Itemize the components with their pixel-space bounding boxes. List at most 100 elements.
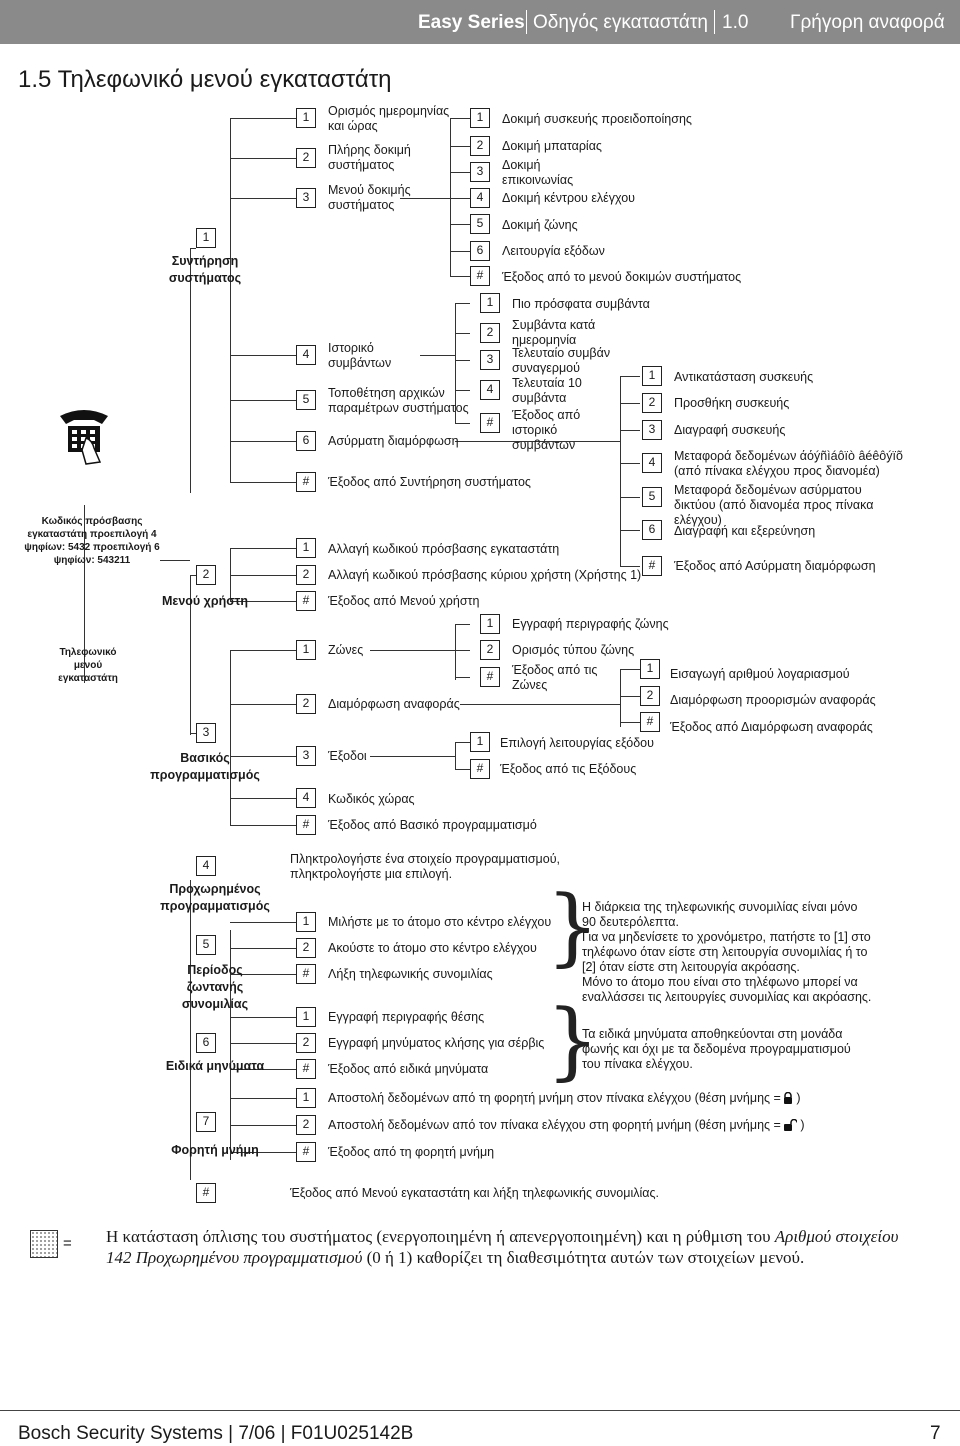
listen-to-center-label: Ακούστε το άτομο στο κέντρο ελέγχου — [328, 941, 537, 955]
system-maintenance-label: Συντήρηση συστήματος — [168, 254, 242, 285]
last-10-events-label: Τελευταία 10 συμβάντα — [512, 376, 582, 405]
exit-basic-label: Έξοδος από Βασικό προγραμματισμό — [328, 818, 537, 832]
outputs-key-1[interactable]: 1 — [470, 732, 490, 752]
history-key-4[interactable]: 4 — [480, 380, 500, 400]
maint-key-5[interactable]: 5 — [296, 390, 316, 410]
zones-key-1[interactable]: 1 — [480, 614, 500, 634]
version-text: 1.0 — [722, 12, 749, 33]
full-system-test-label: Πλήρης δοκιμή συστήματος — [328, 143, 411, 172]
messages-key-1[interactable]: 1 — [296, 1007, 316, 1027]
menu-key-hash[interactable]: # — [196, 1183, 216, 1203]
test-key-5[interactable]: 5 — [470, 214, 490, 234]
add-device-label: Προσθήκη συσκευής — [674, 396, 790, 410]
basic-key-hash[interactable]: # — [296, 815, 316, 835]
enter-account-label: Εισαγωγή αριθμού λογαριασμού — [670, 667, 850, 681]
outputs-label: Έξοδοι — [328, 749, 367, 763]
test-key-3[interactable]: 3 — [470, 162, 490, 182]
user-key-1[interactable]: 1 — [296, 538, 316, 558]
exit-installer-menu-label: Έξοδος από Μενού εγκαταστάτη και λήξη τη… — [290, 1186, 659, 1200]
brace-icon: } — [546, 877, 600, 975]
section-text: Γρήγορη αναφορά — [790, 12, 945, 33]
installer-code-info: Κωδικός πρόσβασης εγκαταστάτη προεπιλογή… — [24, 516, 160, 566]
menu-key-5[interactable]: 5 — [196, 935, 216, 955]
report-destinations-label: Διαμόρφωση προορισμών αναφοράς — [670, 693, 876, 707]
outputs-key-hash[interactable]: # — [470, 759, 490, 779]
basic-programming-label: Βασικός προγραμματισμός — [150, 751, 260, 782]
maint-key-hash[interactable]: # — [296, 472, 316, 492]
note-toggle-mode: Μόνο το άτομο που είναι στο τηλέφωνο μπο… — [582, 975, 872, 1004]
test-key-4[interactable]: 4 — [470, 188, 490, 208]
exit-maintenance-label: Έξοδος από Συντήρηση συστήματος — [328, 475, 531, 489]
zones-key-hash[interactable]: # — [480, 667, 500, 687]
wireless-key-4[interactable]: 4 — [642, 453, 662, 473]
memory-key-1[interactable]: 1 — [296, 1088, 316, 1108]
menu-key-2[interactable]: 2 — [196, 565, 216, 585]
menu-key-3[interactable]: 3 — [196, 723, 216, 743]
test-key-hash[interactable]: # — [470, 266, 490, 286]
test-key-2[interactable]: 2 — [470, 136, 490, 156]
header-bar: Easy Series Οδηγός εγκαταστάτη 1.0 Γρήγο… — [0, 0, 960, 44]
last-alarm-label: Τελευταίο συμβάν συναγερμού — [512, 346, 611, 375]
default-params-label: Τοποθέτηση αρχικών παραμέτρων συστήματος — [328, 386, 469, 415]
basic-key-1[interactable]: 1 — [296, 640, 316, 660]
basic-key-3[interactable]: 3 — [296, 746, 316, 766]
basic-key-2[interactable]: 2 — [296, 694, 316, 714]
menu-key-4[interactable]: 4 — [196, 856, 216, 876]
wireless-key-2[interactable]: 2 — [642, 393, 662, 413]
menu-key-1[interactable]: 1 — [196, 228, 216, 248]
transfer-to-hub-label: Μεταφορά δεδομένων άόýñìáôïò âéêôýïõ (απ… — [674, 449, 903, 478]
listen-key-2[interactable]: 2 — [296, 938, 316, 958]
user-key-2[interactable]: 2 — [296, 565, 316, 585]
listen-key-hash[interactable]: # — [296, 964, 316, 984]
history-key-2[interactable]: 2 — [480, 323, 500, 343]
change-installer-code-label: Αλλαγή κωδικού πρόσβασης εγκαταστάτη — [328, 542, 560, 556]
maint-key-2[interactable]: 2 — [296, 148, 316, 168]
wireless-key-1[interactable]: 1 — [642, 366, 662, 386]
note-duration: Η διάρκεια της τηλεφωνικής συνομιλίας εί… — [582, 900, 858, 929]
end-call-label: Λήξη τηλεφωνικής συνομιλίας — [328, 967, 493, 981]
maint-key-4[interactable]: 4 — [296, 345, 316, 365]
page-number: 7 — [930, 1423, 941, 1444]
listen-key-1[interactable]: 1 — [296, 912, 316, 932]
wireless-key-6[interactable]: 6 — [642, 520, 662, 540]
report-config-label: Διαμόρφωση αναφοράς — [328, 697, 460, 711]
recent-events-label: Πιο πρόσφατα συμβάντα — [512, 297, 650, 311]
test-key-6[interactable]: 6 — [470, 241, 490, 261]
test-battery-label: Δοκιμή μπαταρίας — [502, 139, 602, 153]
advanced-programming-note: Πληκτρολογήστε ένα στοιχείο προγραμματισ… — [290, 852, 561, 881]
wireless-key-5[interactable]: 5 — [642, 487, 662, 507]
user-key-hash[interactable]: # — [296, 591, 316, 611]
history-key-3[interactable]: 3 — [480, 350, 500, 370]
wireless-key-hash[interactable]: # — [642, 556, 662, 576]
test-key-1[interactable]: 1 — [470, 108, 490, 128]
maint-key-3[interactable]: 3 — [296, 188, 316, 208]
maint-key-6[interactable]: 6 — [296, 431, 316, 451]
menu-key-6[interactable]: 6 — [196, 1033, 216, 1053]
replace-device-label: Αντικατάσταση συσκευής — [674, 370, 814, 384]
live-talk-note: Η διάρκεια της τηλεφωνικής συνομιλίας εί… — [582, 900, 872, 1005]
live-talk-label: Περίοδος ζωντανής συνομιλίας — [181, 963, 249, 1011]
zones-key-2[interactable]: 2 — [480, 640, 500, 660]
user-menu-label: Μενού χρήστη — [161, 594, 248, 608]
menu-key-7[interactable]: 7 — [196, 1112, 216, 1132]
panel-to-memory-suffix: ) — [796, 1118, 805, 1132]
report-key-1[interactable]: 1 — [640, 659, 660, 679]
special-messages-note: Τα ειδικά μηνύματα αποθηκεύονται στη μον… — [582, 1027, 851, 1071]
history-key-hash[interactable]: # — [480, 413, 500, 433]
messages-key-2[interactable]: 2 — [296, 1033, 316, 1053]
wireless-key-3[interactable]: 3 — [642, 420, 662, 440]
memory-key-2[interactable]: 2 — [296, 1115, 316, 1135]
basic-key-4[interactable]: 4 — [296, 788, 316, 808]
messages-key-hash[interactable]: # — [296, 1059, 316, 1079]
report-key-2[interactable]: 2 — [640, 686, 660, 706]
report-key-hash[interactable]: # — [640, 712, 660, 732]
history-key-1[interactable]: 1 — [480, 293, 500, 313]
memory-to-panel-label: Αποστολή δεδομένων από τη φορητή μνήμη σ… — [328, 1091, 800, 1106]
system-test-menu-label: Μενού δοκιμής συστήματος — [328, 183, 411, 212]
maint-key-1[interactable]: 1 — [296, 108, 316, 128]
exit-memory-label: Έξοδος από τη φορητή μνήμη — [328, 1145, 495, 1159]
footer-text: Bosch Security Systems | 7/06 | F01U0251… — [18, 1423, 414, 1444]
header-divider — [526, 10, 527, 34]
legend-text-italic: Αριθμού στοιχείου 142 Προχωρημένου προγρ… — [106, 1227, 899, 1267]
memory-key-hash[interactable]: # — [296, 1142, 316, 1162]
